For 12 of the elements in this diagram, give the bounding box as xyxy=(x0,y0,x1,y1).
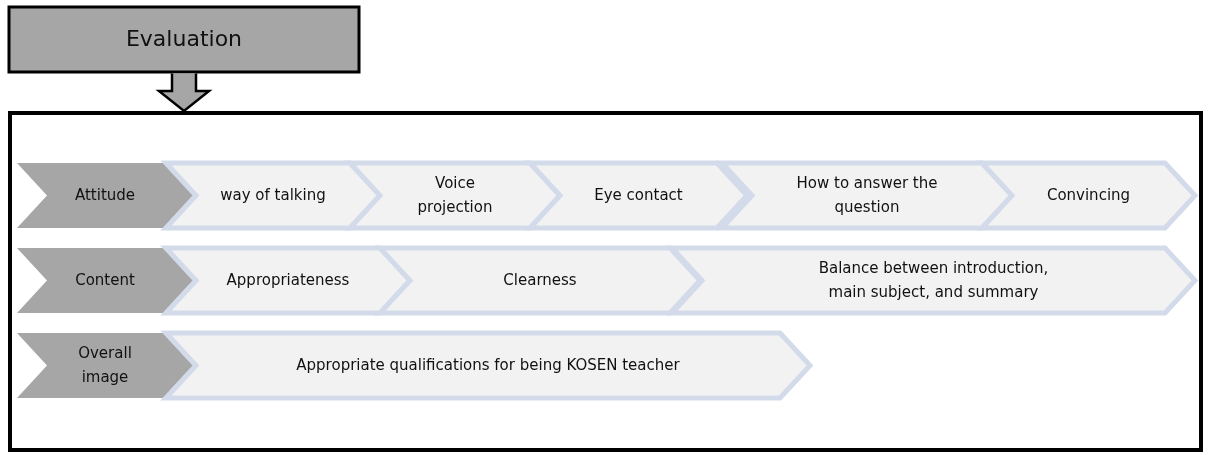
criterion-label: way of talking xyxy=(220,184,326,206)
category-label: Overall image xyxy=(77,343,133,388)
block-arrow xyxy=(155,72,213,113)
criterion-label: Convincing xyxy=(1046,184,1131,206)
criterion-label: How to answer the question xyxy=(795,173,939,218)
category-label: Attitude xyxy=(74,184,136,206)
criterion-label: Voice projection xyxy=(416,173,494,218)
criterion-label: Balance between introduction, main subject, and summary xyxy=(817,258,1050,303)
criterion-label: Appropriate qualifications for being KOSEN teacher xyxy=(296,354,680,376)
title-text: Evaluation xyxy=(125,25,243,54)
category-label: Content xyxy=(75,269,135,291)
criterion-label: Appropriateness xyxy=(226,269,350,291)
